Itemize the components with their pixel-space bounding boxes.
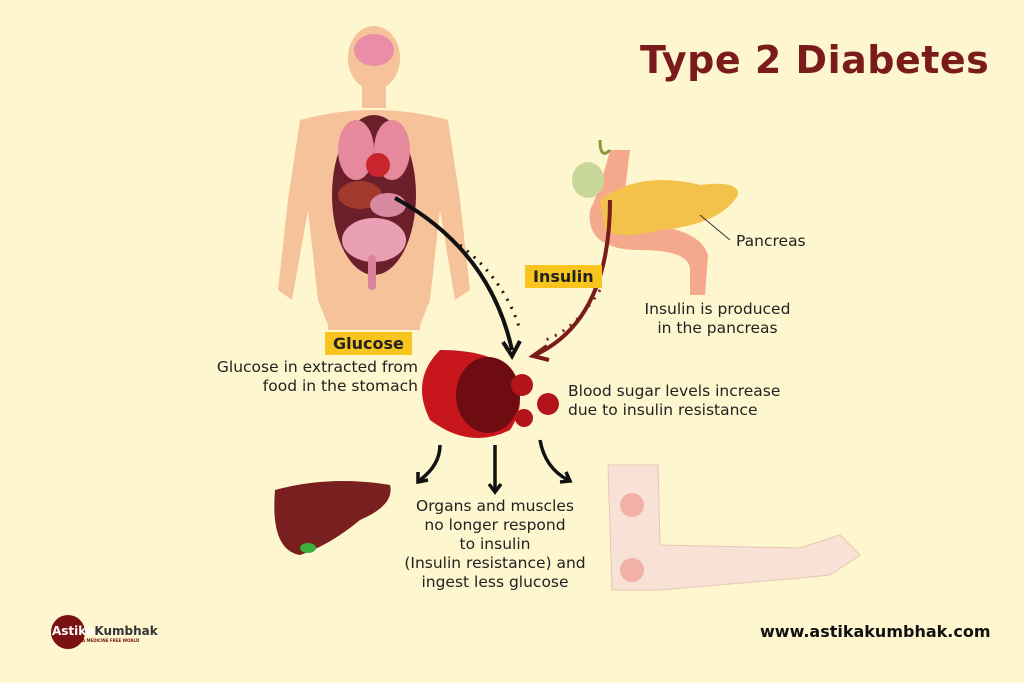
logo-text-a: Astika bbox=[52, 624, 95, 638]
page-title: Type 2 Diabetes bbox=[640, 38, 990, 82]
organs-description: Organs and muscles no longer respond to … bbox=[395, 497, 595, 592]
pancreas-label: Pancreas bbox=[736, 232, 806, 250]
glucose-tag: Glucose bbox=[325, 332, 412, 355]
glucose-arrow bbox=[394, 196, 522, 360]
liver-illustration bbox=[274, 481, 391, 555]
insulin-description: Insulin is produced in the pancreas bbox=[630, 300, 805, 338]
website-url: www.astikakumbhak.com bbox=[760, 622, 991, 641]
logo-text-b: Kumbhak bbox=[94, 624, 158, 638]
text-line: food in the stomach bbox=[262, 377, 418, 395]
text-line: to insulin bbox=[459, 535, 531, 553]
human-body-illustration bbox=[278, 26, 470, 330]
insulin-tag: Insulin bbox=[525, 265, 602, 288]
organ-arrows bbox=[416, 439, 573, 495]
text-line: in the pancreas bbox=[657, 319, 778, 337]
logo-circle bbox=[51, 615, 85, 649]
insulin-arrow bbox=[528, 199, 612, 362]
blood-sugar-description: Blood sugar levels increase due to insul… bbox=[568, 382, 780, 420]
arm-illustration bbox=[607, 464, 861, 591]
text-line: Glucose in extracted from bbox=[216, 358, 418, 376]
text-line: (Insulin resistance) and bbox=[404, 554, 586, 572]
text-line: due to insulin resistance bbox=[568, 401, 758, 419]
text-line: Organs and muscles bbox=[416, 497, 574, 515]
blood-vessel-illustration bbox=[422, 350, 559, 438]
glucose-description: Glucose in extracted from food in the st… bbox=[190, 358, 418, 396]
text-line: ingest less glucose bbox=[421, 573, 569, 591]
logo-tagline: A MEDICINE FREE WORLD bbox=[82, 638, 140, 643]
text-line: no longer respond bbox=[424, 516, 566, 534]
brand-logo: AstikaKumbhak A MEDICINE FREE WORLD bbox=[52, 624, 158, 643]
text-line: Blood sugar levels increase bbox=[568, 382, 781, 400]
pancreas-illustration bbox=[572, 139, 739, 295]
text-line: Insulin is produced bbox=[644, 300, 791, 318]
